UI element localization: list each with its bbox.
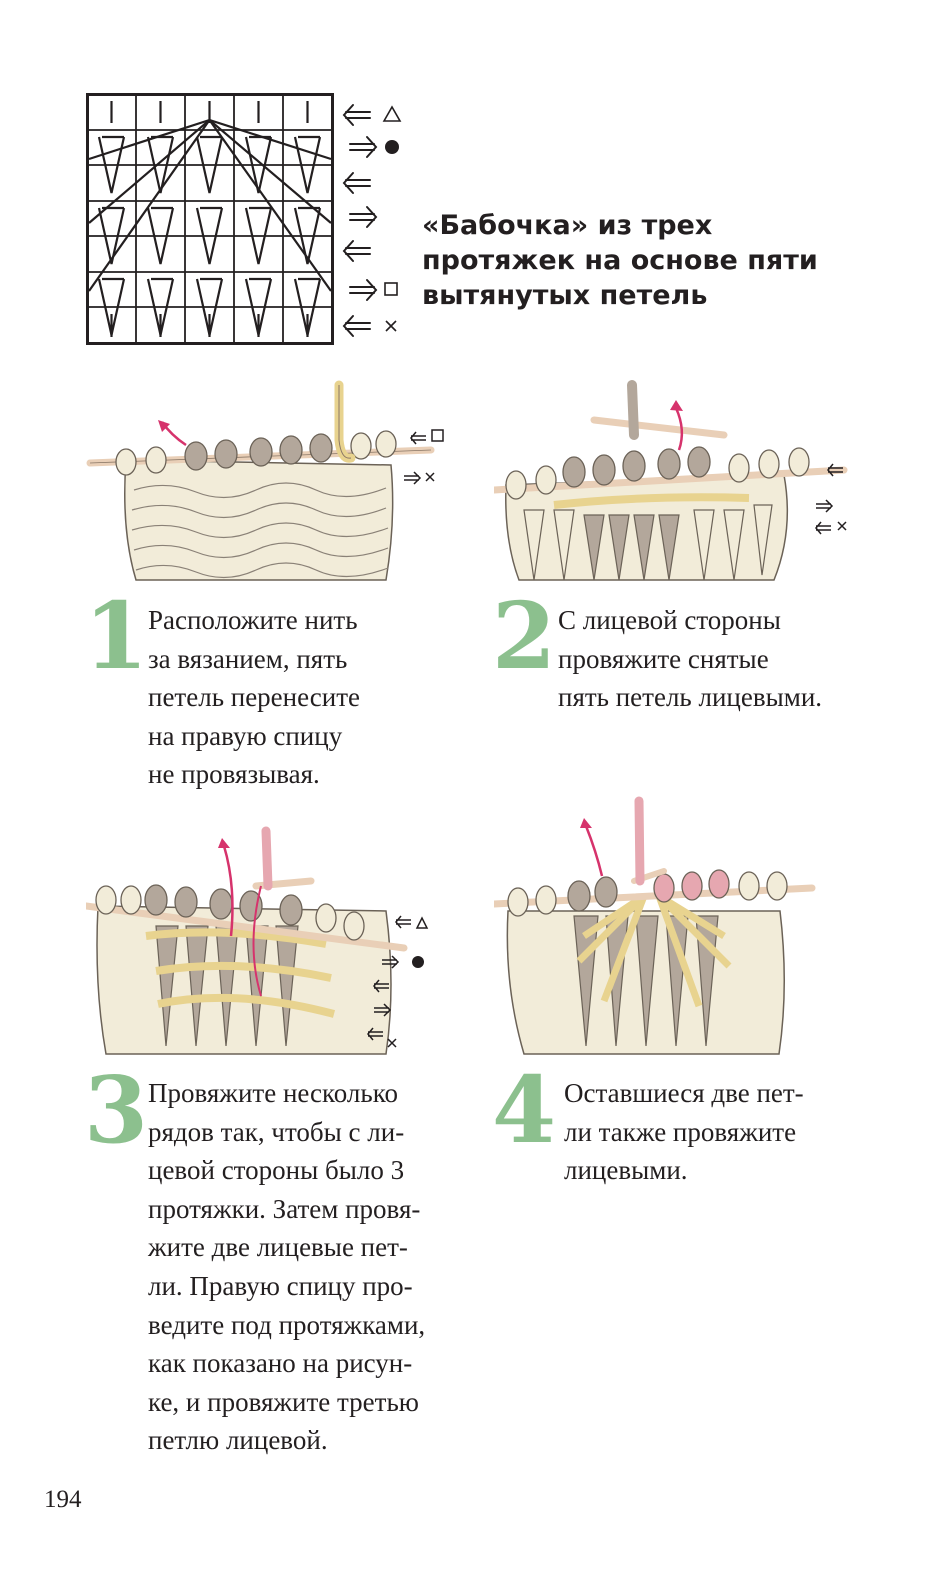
text-line: Провяжите несколько (148, 1078, 398, 1108)
step-1-text: Расположите нить за вязанием, пять петел… (148, 601, 360, 794)
text-line: ли также провяжите (564, 1116, 797, 1147)
step-number: 1 (84, 582, 149, 690)
text-line: провяжите снятые (558, 643, 769, 674)
triangle-icon (382, 105, 402, 122)
step-4-illustration (494, 796, 816, 1055)
text-line: Расположите нить (148, 605, 358, 635)
right-arrow-icon (349, 279, 378, 301)
cross-icon (385, 320, 397, 332)
step-3-illustration (86, 826, 429, 1055)
right-arrow-icon (349, 136, 378, 158)
text-line: Оставшиеся две пет- (564, 1078, 804, 1108)
step-number: 4 (492, 1056, 557, 1164)
left-arrow-icon (342, 104, 371, 126)
text-line: ке, и провяжите третью (148, 1386, 419, 1417)
left-arrow-icon (342, 315, 371, 337)
text-line: не провязывая. (148, 759, 320, 790)
page-title: «Бабочка» из трех протяжек на основе пят… (422, 208, 842, 313)
title-line: протяжек на основе пяти (422, 245, 818, 276)
step-number: 2 (492, 582, 557, 690)
left-arrow-icon (342, 172, 371, 194)
text-line: ли. Правую спицу про- (148, 1270, 413, 1301)
text-line: как показано на рисун- (148, 1348, 413, 1379)
text-line: петлю лицевой. (148, 1425, 328, 1456)
text-line: жите две лицевые пет- (148, 1232, 408, 1263)
text-line: пять петель лицевыми. (558, 682, 823, 713)
text-line: ведите под протяжками, (148, 1309, 426, 1340)
knitting-chart (86, 93, 334, 345)
step-2-illustration (494, 380, 848, 581)
chart-row-arrows (342, 104, 402, 337)
dot-icon (385, 140, 399, 154)
right-arrow-icon (349, 206, 378, 228)
step-number: 3 (84, 1056, 149, 1164)
page-number: 194 (44, 1486, 82, 1513)
text-line: лицевыми. (564, 1155, 688, 1186)
step-3-text: Провяжите несколько рядов так, чтобы с л… (148, 1074, 425, 1460)
step-4-text: Оставшиеся две пет- ли также провяжите л… (564, 1074, 804, 1190)
square-icon (384, 282, 398, 296)
text-line: рядов так, чтобы с ли- (148, 1116, 405, 1147)
text-line: цевой стороны было 3 (148, 1155, 405, 1186)
left-arrow-icon (342, 240, 371, 262)
title-line: «Бабочка» из трех (422, 210, 713, 241)
text-line: протяжки. Затем провя- (148, 1193, 421, 1224)
title-line: вытянутых петель (422, 280, 708, 311)
text-line: петель перенесите (148, 682, 360, 713)
step-2-text: С лицевой стороны провяжите снятые пять … (558, 601, 822, 717)
step-1-illustration (86, 380, 444, 581)
text-line: за вязанием, пять (148, 643, 348, 674)
text-line: на правую спицу (148, 720, 343, 751)
text-line: С лицевой стороны (558, 605, 781, 635)
